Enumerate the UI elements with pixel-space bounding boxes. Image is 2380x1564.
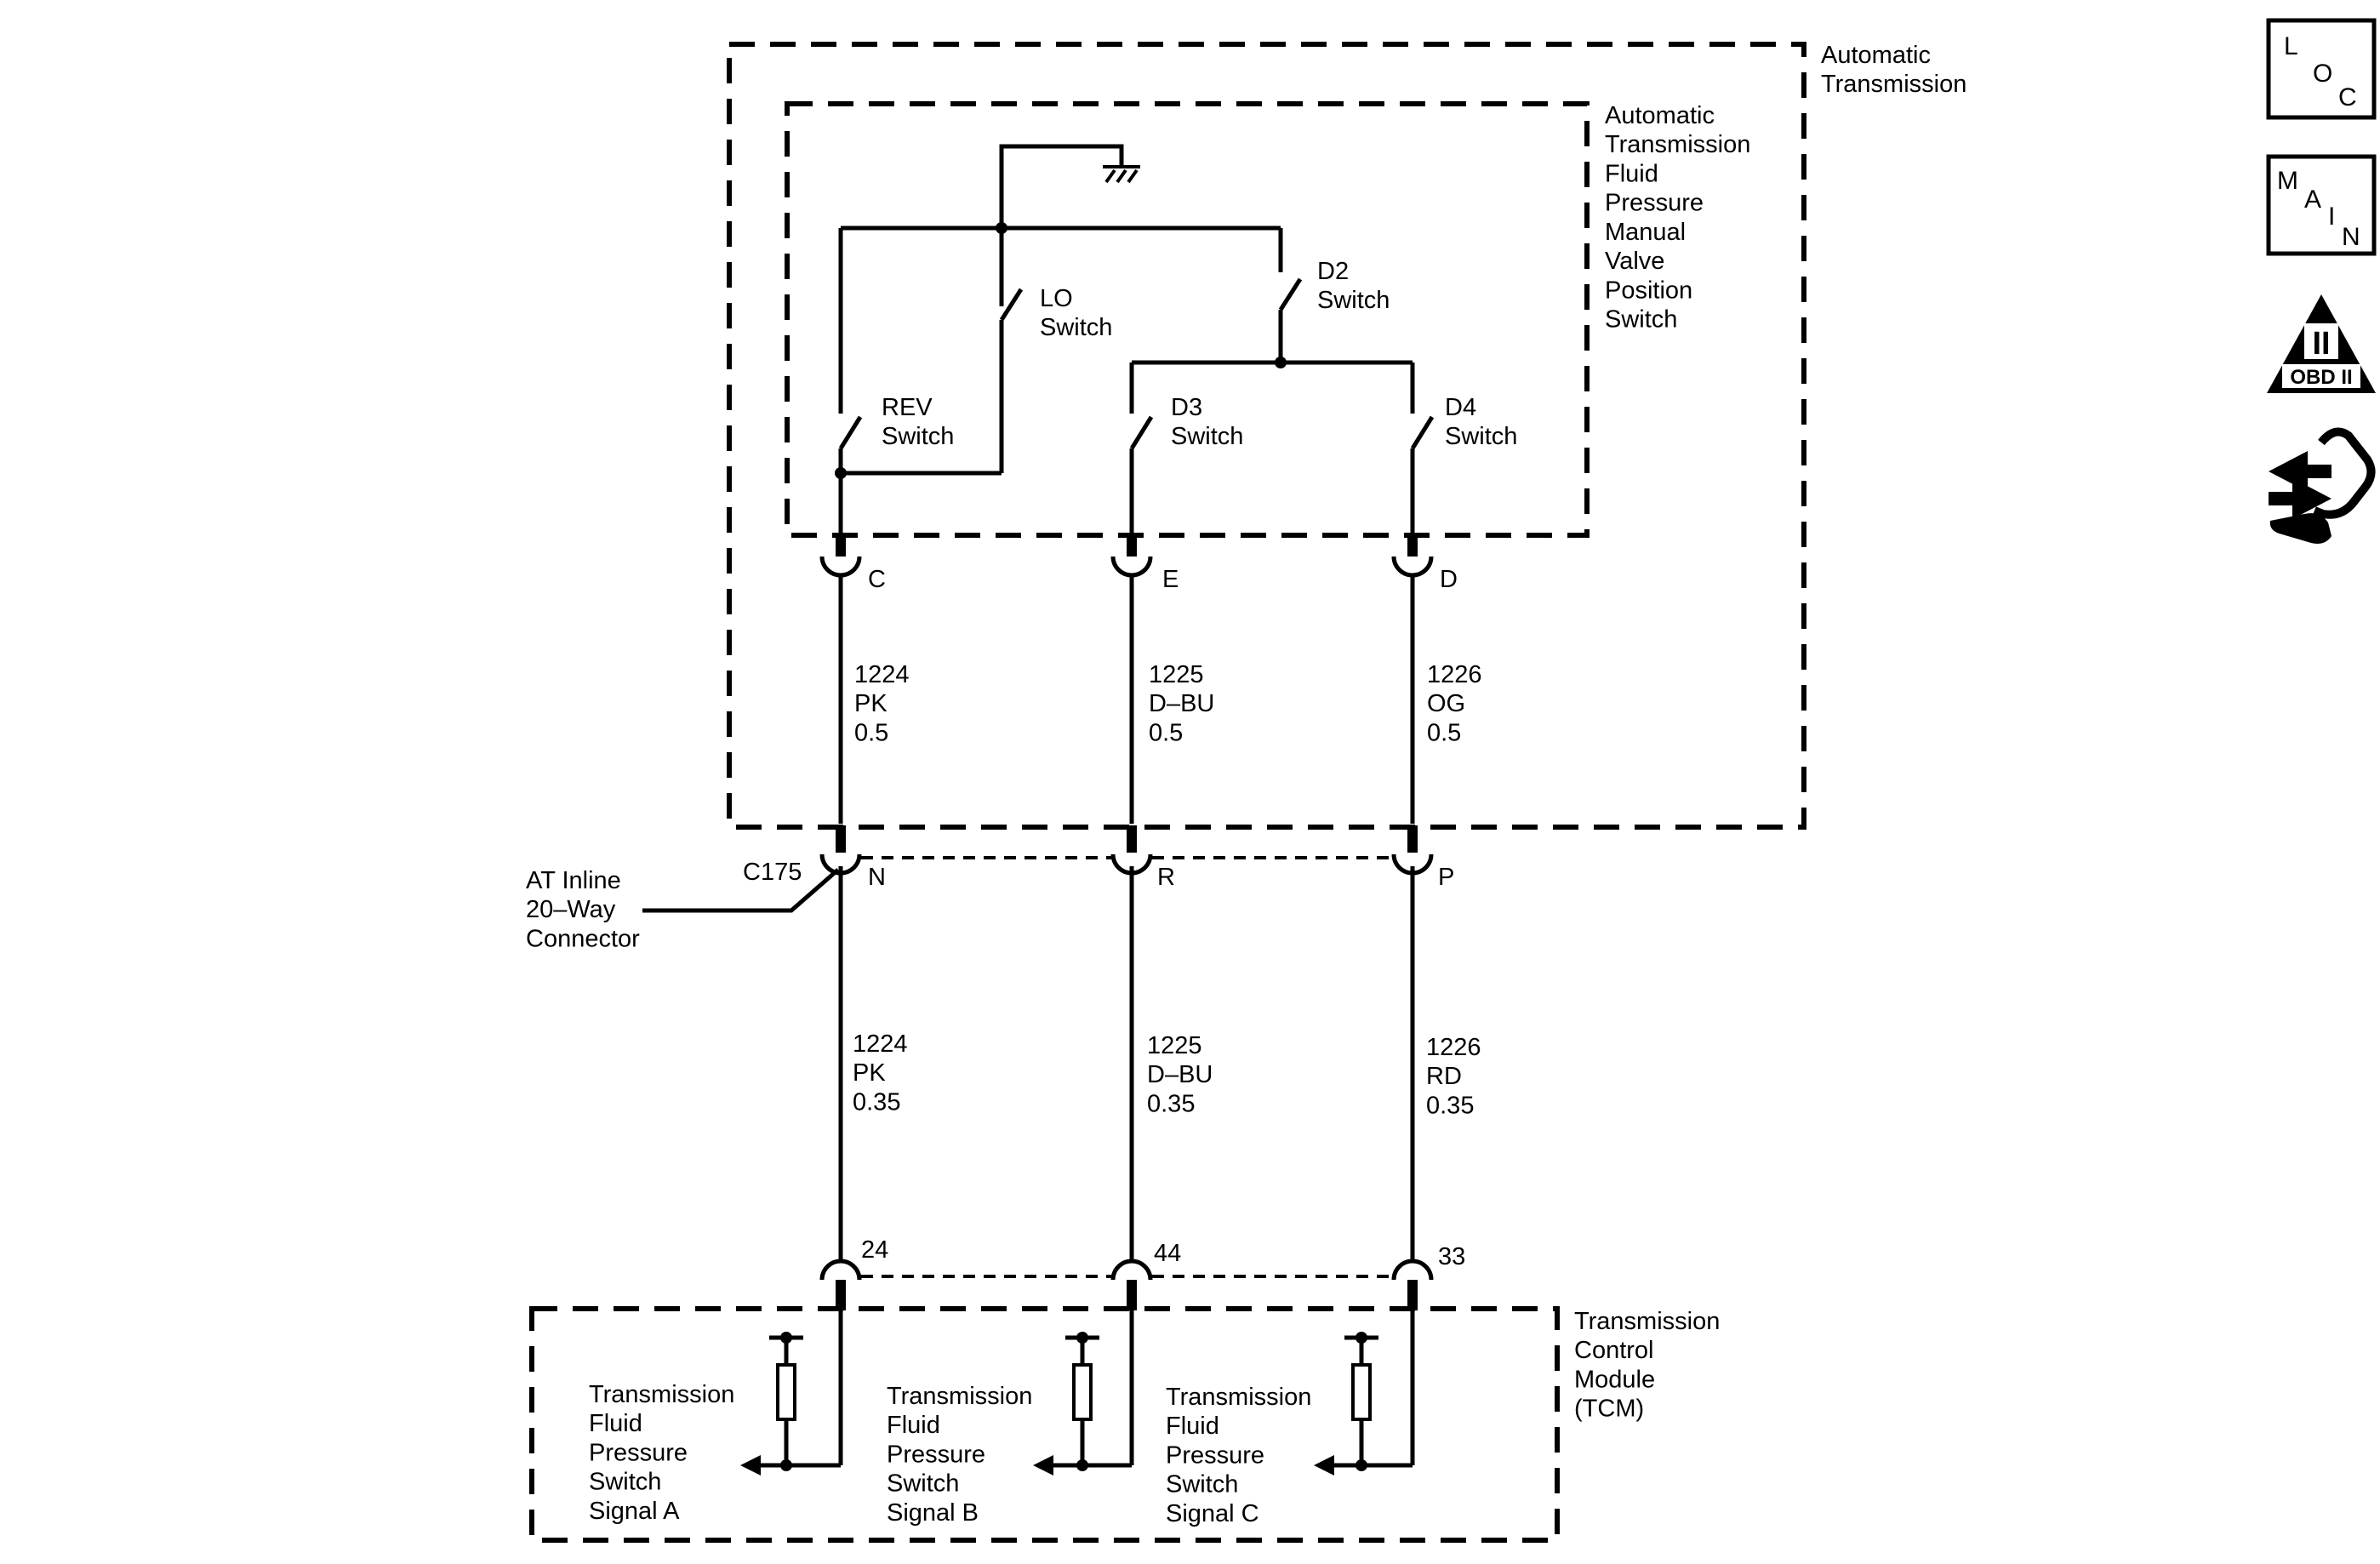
terminal-r-label: R (1157, 864, 1175, 891)
main-icon-n: N (2342, 223, 2360, 251)
loc-icon-o: O (2313, 60, 2332, 88)
tcm-circuit-b (1033, 1310, 1134, 1476)
automatic-transmission-box (727, 42, 1806, 830)
connector-c175-id: C175 (743, 859, 802, 886)
connector-end-view-icon[interactable] (2269, 427, 2376, 545)
terminal-n-label: N (868, 864, 886, 891)
terminal-d (1391, 534, 1434, 578)
tcm-circuit-c (1314, 1310, 1415, 1476)
main-icon-m: M (2277, 167, 2298, 195)
loc-icon-c: C (2338, 83, 2357, 111)
terminal-c-label: C (868, 566, 886, 593)
terminal-d-label: D (1440, 566, 1458, 593)
lo-switch (999, 228, 1024, 473)
obd-ii-roman: II (2312, 326, 2330, 362)
main-icon-i: I (2328, 203, 2335, 231)
terminal-e-label: E (1162, 566, 1179, 593)
tcm-circuit-a (740, 1310, 843, 1476)
d4-switch (1410, 362, 1435, 545)
terminal-24-label: 24 (861, 1236, 888, 1264)
obd-ii-icon[interactable]: II OBD II (2267, 294, 2376, 393)
tcm-box (529, 1306, 1560, 1543)
loc-icon[interactable]: L O C (2266, 18, 2377, 120)
terminal-44-label: 44 (1154, 1240, 1181, 1267)
obd-ii-text: OBD II (2290, 366, 2352, 389)
tcm-terminals (819, 1259, 1434, 1310)
terminal-e (1110, 534, 1153, 578)
d3-switch (1129, 362, 1154, 545)
terminal-33-label: 33 (1438, 1243, 1465, 1270)
terminal-p-label: P (1438, 864, 1454, 891)
main-icon[interactable]: M A I N (2266, 154, 2377, 256)
d2-switch (1132, 228, 1413, 368)
manual-valve-switch-box (785, 101, 1590, 538)
loc-icon-l: L (2284, 32, 2298, 60)
main-icon-a: A (2304, 186, 2321, 214)
ground-network (841, 144, 1281, 234)
rev-switch (835, 228, 1002, 545)
terminal-c (819, 534, 862, 578)
